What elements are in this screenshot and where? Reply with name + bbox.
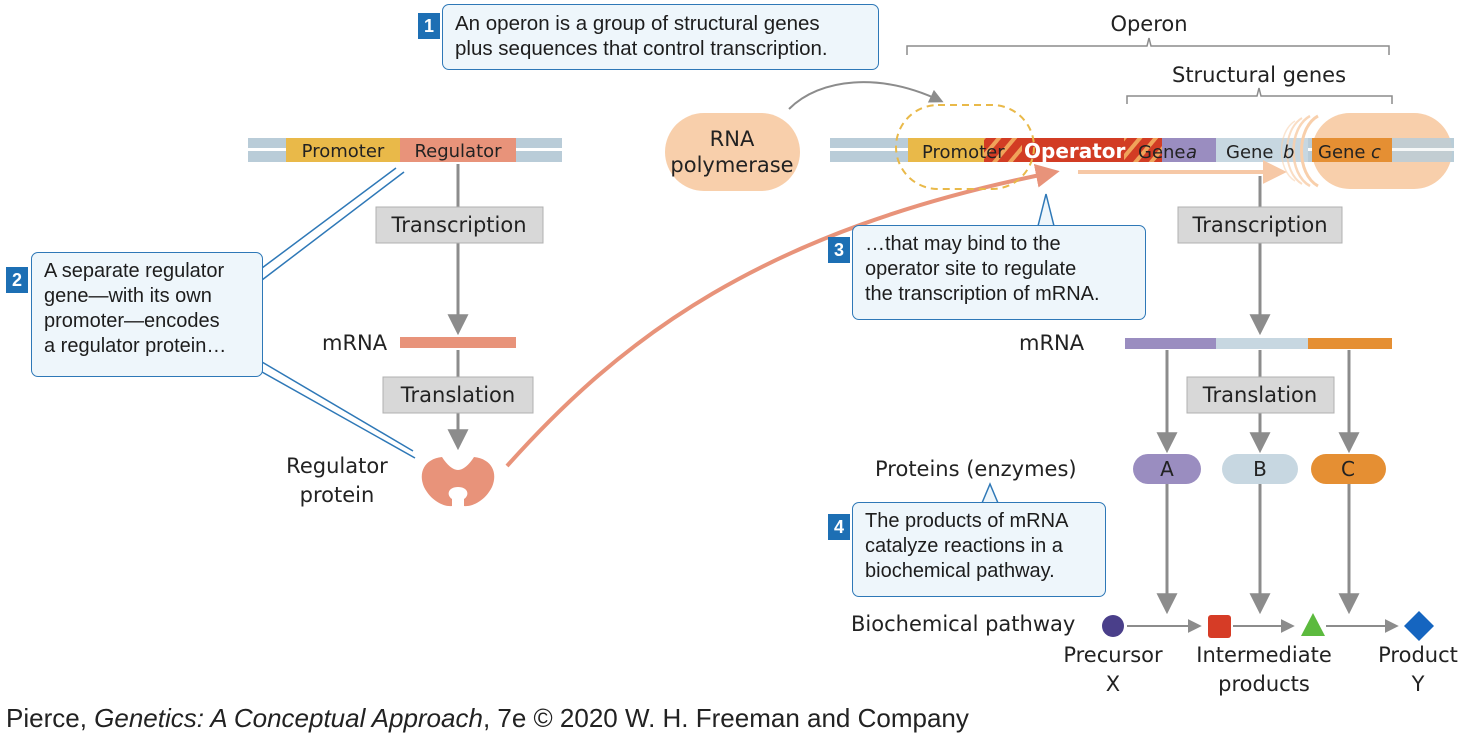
right-translation-label: Translation [1202,383,1317,407]
regulator-protein-label-2: protein [300,483,375,507]
product-diamond [1404,611,1434,641]
callout-3: …that may bind to the operator site to r… [852,225,1146,320]
callout-2-pointers [261,167,416,459]
callout-4-line-3: biochemical pathway. [865,560,1055,582]
operon-promoter-segment [908,138,984,162]
operon-dna [830,113,1454,189]
right-transcription-box [1177,206,1343,244]
left-promoter-label: Promoter [302,141,385,162]
callout-2-line-1: A separate regulator [44,260,225,282]
callout-2-line-3: promoter—encodes [44,310,220,332]
callout-4-line-2: catalyze reactions in a [865,535,1063,557]
callout-2: A separate regulator gene—with its own p… [31,252,263,377]
right-translation-box [1186,376,1335,414]
gene-a-letter: a [1186,142,1197,163]
right-flow-arrows [1156,176,1360,615]
gene-a-word: Gene [1138,142,1186,163]
operon-brace [906,37,1390,55]
precursor-circle [1102,615,1124,637]
callout-3-line-1: …that may bind to the [865,233,1061,255]
step-1-badge: 1 [418,13,440,39]
step-4-badge: 4 [828,514,850,540]
source-credit: Pierce, Genetics: A Conceptual Approach,… [6,703,969,734]
right-transcription-label: Transcription [1191,213,1327,237]
intermediate-triangle [1301,613,1325,636]
regulator-protein-label-1: Regulator [286,454,388,478]
operator-label: Operator [1024,139,1126,163]
gene-c-letter: c [1371,142,1381,163]
precursor-label-1: Precursor [1063,643,1163,667]
rna-polymerase-label-1: RNA [710,127,755,151]
callout-3-pointer [1037,193,1055,227]
precursor-label-2: X [1106,672,1120,696]
protein-a-label: A [1160,457,1174,481]
regulator-protein-shape [421,457,495,507]
repressor-binding-arrow [505,163,1060,468]
credit-author: Pierce, [6,703,95,733]
intermediate-square [1208,615,1231,638]
callout-4-pointer [981,482,999,504]
callout-4: The products of mRNA catalyze reactions … [852,502,1106,597]
callout-1-line-1: An operon is a group of structural genes [455,12,820,35]
left-transcription-box [375,206,544,244]
gene-b-letter: b [1283,142,1294,163]
callout-1-line-2: plus sequences that control transcriptio… [455,37,828,60]
gene-c-word: Gene [1318,142,1366,163]
regulator-label: Regulator [414,141,502,162]
right-mrna-label: mRNA [1019,331,1085,355]
mrna-b-segment [1216,338,1308,349]
callout-4-line-1: The products of mRNA [865,510,1069,532]
structural-genes-label: Structural genes [1172,63,1346,87]
gene-a-segment [1162,138,1216,162]
left-mrna-label: mRNA [322,331,388,355]
product-label-1: Product [1378,643,1458,667]
step-3-badge: 3 [828,237,850,263]
callout-2-line-2: gene—with its own [44,285,212,307]
polymerase-arrow [788,81,944,110]
regulator-gene-segment [400,138,516,162]
left-transcription-label: Transcription [390,213,526,237]
regulator-mrna [400,337,516,348]
callout-1: An operon is a group of structural genes… [442,4,879,70]
left-translation-box [382,376,534,414]
credit-title: Genetics: A Conceptual Approach [94,703,483,733]
step-2-badge: 2 [6,267,28,293]
callout-2-line-4: a regulator protein… [44,335,227,357]
callout-3-line-3: the transcription of mRNA. [865,283,1100,305]
pathway-label: Biochemical pathway [851,612,1075,636]
callout-3-line-2: operator site to regulate [865,258,1077,280]
structural-genes-brace [1126,87,1393,104]
rna-polymerase [665,113,800,191]
protein-b [1222,454,1298,484]
regulator-gene-dna: Promoter Regulator [248,138,562,162]
proteins-label: Proteins (enzymes) [875,457,1077,481]
intermediate-label-2: products [1218,672,1310,696]
operon-label: Operon [1110,12,1187,36]
mrna-a-segment [1125,338,1216,349]
left-promoter-segment [286,138,400,162]
intermediate-label-1: Intermediate [1196,643,1332,667]
protein-c-label: C [1341,457,1355,481]
operon-promoter-label: Promoter [922,142,1005,163]
protein-c [1311,454,1386,484]
rna-polymerase-label-2: polymerase [670,153,793,177]
left-translation-label: Translation [400,383,515,407]
product-label-2: Y [1411,672,1425,696]
credit-rest: , 7e © 2020 W. H. Freeman and Company [482,703,969,733]
polymerase-binding-site-outline [895,104,1035,190]
protein-b-label: B [1253,457,1267,481]
mrna-c-segment [1308,338,1392,349]
gene-b-word: Gene [1226,142,1274,163]
protein-a [1133,454,1201,484]
gene-c-segment [1312,138,1392,162]
